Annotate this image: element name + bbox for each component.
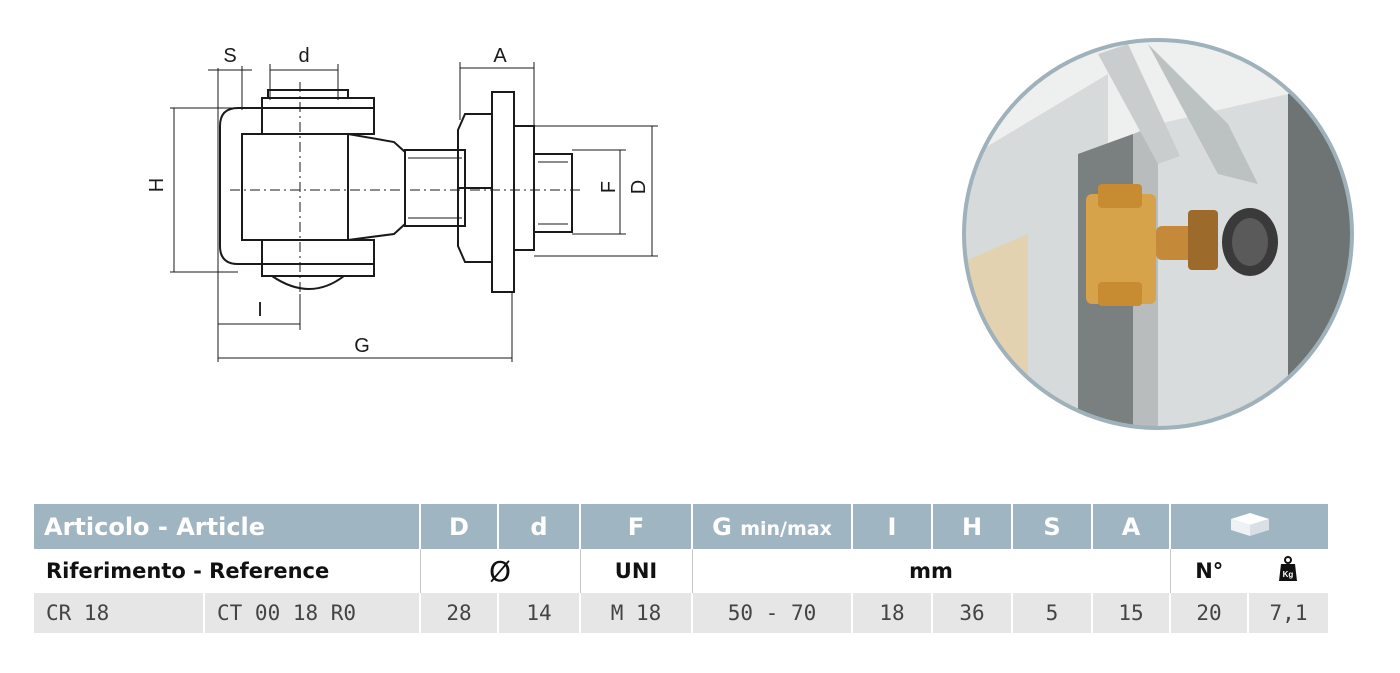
cell-n: 20 <box>1169 593 1248 633</box>
cell-ref2: CT 00 18 R0 <box>203 593 420 633</box>
header-f: F <box>579 504 692 549</box>
subheader-diameter: Ø <box>419 549 580 593</box>
weight-kg-icon: Kg <box>1279 555 1297 581</box>
dim-label-s: S <box>223 45 236 67</box>
table-header-row: Articolo - Article D d F G min/max I H S… <box>34 504 1328 549</box>
header-package <box>1169 504 1328 549</box>
header-g-sub: min/max <box>740 517 832 540</box>
gate-hinge-illustration-icon <box>962 38 1354 430</box>
dim-label-f: F <box>598 181 620 193</box>
header-h: H <box>931 504 1012 549</box>
dim-label-h: H <box>146 178 168 192</box>
cell-d-small: 14 <box>497 593 580 633</box>
cell-ref1: CR 18 <box>34 593 204 633</box>
header-s: S <box>1011 504 1092 549</box>
dim-label-g: G <box>354 335 370 357</box>
table-row: CR 18 CT 00 18 R0 28 14 M 18 50 - 70 18 … <box>34 593 1328 633</box>
header-d-large: D <box>419 504 498 549</box>
dim-label-d-large: D <box>628 180 650 194</box>
header-i: I <box>851 504 932 549</box>
cell-kg: 7,1 <box>1247 593 1328 633</box>
dim-label-i: I <box>257 299 263 321</box>
cell-h: 36 <box>931 593 1012 633</box>
dim-label-d-small: d <box>298 45 309 67</box>
header-article: Articolo - Article <box>34 504 420 549</box>
technical-drawing: S d A H F D I G <box>146 45 658 362</box>
cell-d-large: 28 <box>419 593 498 633</box>
subheader-uni: UNI <box>579 549 692 593</box>
dim-label-a: A <box>493 45 507 67</box>
weight-kg-label: Kg <box>1283 570 1294 579</box>
header-g-main: G <box>712 512 732 541</box>
subheader-number: N° <box>1169 549 1248 593</box>
header-a: A <box>1091 504 1170 549</box>
cell-g: 50 - 70 <box>691 593 852 633</box>
cell-a: 15 <box>1091 593 1170 633</box>
subheader-weight: Kg <box>1248 549 1328 593</box>
subheader-reference: Riferimento - Reference <box>34 549 420 593</box>
cell-s: 5 <box>1011 593 1092 633</box>
cell-f: M 18 <box>579 593 692 633</box>
header-g: G min/max <box>691 504 852 549</box>
table-subheader-row: Riferimento - Reference Ø UNI mm N° Kg <box>34 549 1328 593</box>
box-icon <box>1230 512 1269 536</box>
spec-table: Articolo - Article D d F G min/max I H S… <box>34 504 1328 633</box>
cell-i: 18 <box>851 593 932 633</box>
header-d-small: d <box>497 504 580 549</box>
subheader-mm: mm <box>691 549 1170 593</box>
